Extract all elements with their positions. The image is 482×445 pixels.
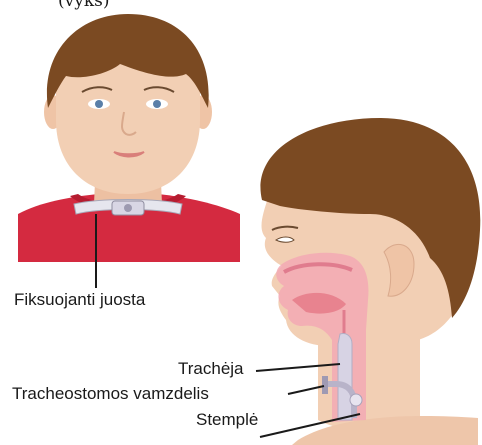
right-iris: [153, 100, 161, 108]
fixing-band-tube-opening: [124, 204, 132, 212]
label-trachea: Trachėja: [178, 359, 244, 379]
tube-flange: [322, 376, 328, 394]
label-fixing-band: Fiksuojanti juosta: [14, 290, 145, 310]
tube-cuff: [350, 394, 362, 406]
front-view-boy: [18, 14, 240, 288]
label-esophagus: Stemplė: [196, 410, 258, 430]
side-view-boy: [256, 118, 480, 445]
label-tracheostomy-tube: Tracheostomos vamzdelis: [12, 384, 209, 404]
left-iris: [95, 100, 103, 108]
trachea-shape: [338, 333, 352, 420]
